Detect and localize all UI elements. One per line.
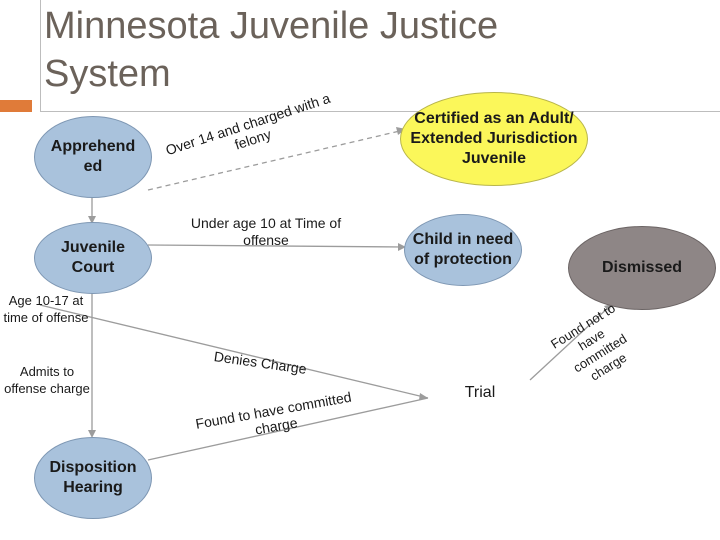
title-line-1: Minnesota Juvenile Justice	[44, 5, 499, 47]
arrowhead-trial	[419, 393, 428, 400]
title-divider-vertical	[40, 0, 41, 112]
label-trial: Trial	[464, 384, 496, 401]
node-certified-adult-label: Certified as an Adult/ Extended Jurisdic…	[410, 110, 578, 167]
connector-apprehended-certified	[147, 129, 405, 191]
connector-trial-dismissed	[529, 305, 611, 381]
node-juvenile-court: Juvenile Court	[34, 222, 152, 294]
node-apprehended-label: Apprehended	[50, 138, 136, 175]
title-accent-bar	[0, 100, 32, 112]
slide-title: Minnesota Juvenile Justice System	[44, 2, 644, 98]
connector-court-trial	[39, 304, 429, 399]
node-apprehended: Apprehended	[34, 116, 152, 198]
node-disposition-hearing-label: Disposition Hearing	[49, 459, 137, 496]
node-certified-adult: Certified as an Adult/ Extended Jurisdic…	[400, 92, 588, 186]
label-admits-to-offense-charge: Admits to offense charge	[4, 364, 90, 396]
connector-trial-disposition	[147, 397, 429, 461]
node-dismissed-label: Dismissed	[601, 259, 683, 276]
title-divider-horizontal	[40, 111, 720, 112]
arrowhead-chips	[398, 243, 406, 251]
node-disposition-hearing: Disposition Hearing	[34, 437, 152, 519]
connector-court-chips	[147, 244, 405, 248]
arrowhead-court	[88, 216, 96, 224]
node-dismissed: Dismissed	[568, 226, 716, 310]
node-child-in-need-of-protection: Child in need of protection	[404, 214, 522, 286]
node-juvenile-court-label: Juvenile Court	[60, 239, 126, 276]
label-under-age-10: Under age 10 at Time of offense	[190, 215, 342, 248]
label-age-10-17: Age 10-17 at time of offense	[3, 293, 89, 325]
node-chips-label: Child in need of protection	[412, 231, 514, 268]
title-line-2: System	[44, 53, 171, 95]
arrowhead-disposition	[88, 430, 96, 438]
